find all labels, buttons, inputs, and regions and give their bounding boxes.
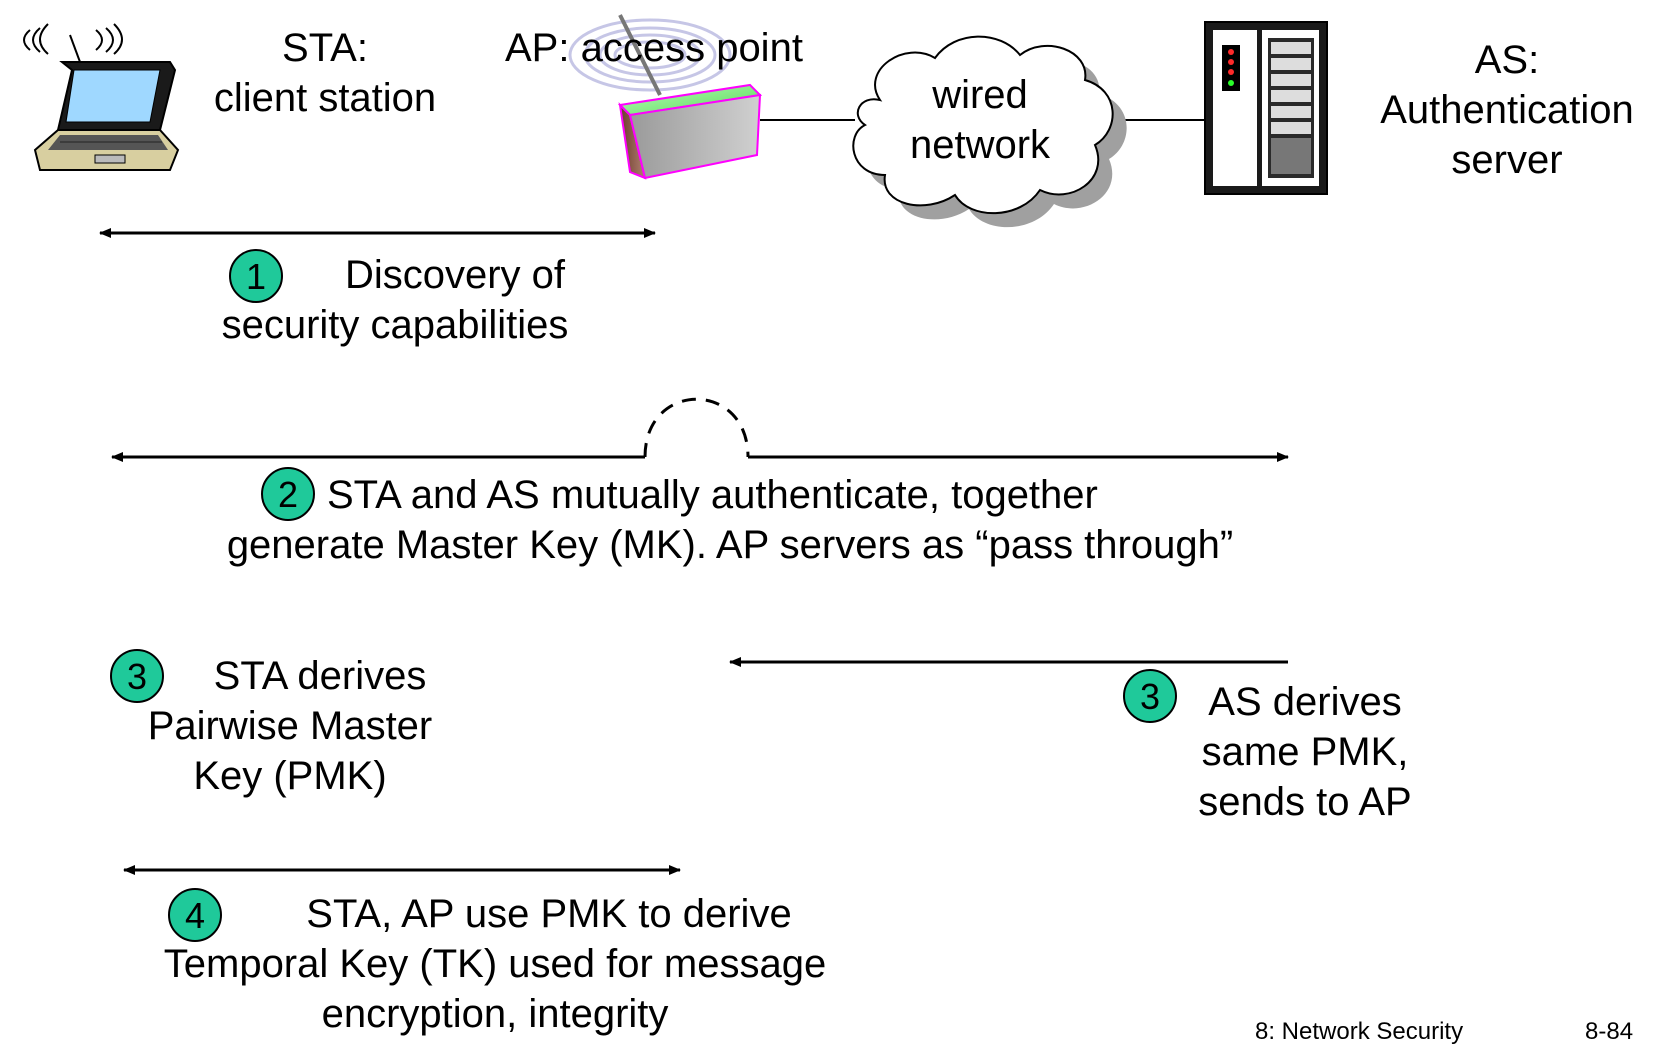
step2-text-line2: generate Master Key (MK). AP servers as … (226, 523, 1234, 567)
network-label: wired network (909, 73, 1051, 167)
sta-label: STA: client station (213, 26, 437, 120)
server-icon (1204, 21, 1328, 195)
step2-number: 2 (278, 474, 298, 515)
step1-text: Discovery of security capabilities (221, 253, 569, 347)
cloud-icon (852, 35, 1127, 228)
step2-badge: 2 (261, 467, 315, 521)
step1-number: 1 (246, 256, 266, 297)
footer-page: 8-84 (1585, 1018, 1634, 1045)
step2-arrow (111, 397, 1289, 462)
step4-badge: 4 (168, 888, 222, 942)
footer-chapter: 8: Network Security (1255, 1018, 1464, 1045)
ap-label: AP: access point (505, 26, 803, 70)
as-label: AS: Authentication server (1380, 38, 1634, 182)
laptop-icon (23, 23, 180, 171)
step3-sta-number: 3 (127, 656, 147, 697)
step1-badge: 1 (229, 249, 283, 303)
step3-sta-text: STA derives Pairwise Master Key (PMK) (147, 654, 433, 798)
step4-text: STA, AP use PMK to derive Temporal Key (… (163, 892, 827, 1036)
step4-number: 4 (185, 895, 205, 936)
step3-as-number: 3 (1140, 676, 1160, 717)
step3-sta-badge: 3 (110, 649, 164, 703)
access-point-icon (568, 14, 763, 180)
step3-as-text: AS derives same PMK, sends to AP (1198, 680, 1412, 824)
step2-text-line1: STA and AS mutually authenticate, togeth… (327, 473, 1098, 517)
step3-as-badge: 3 (1123, 669, 1177, 723)
